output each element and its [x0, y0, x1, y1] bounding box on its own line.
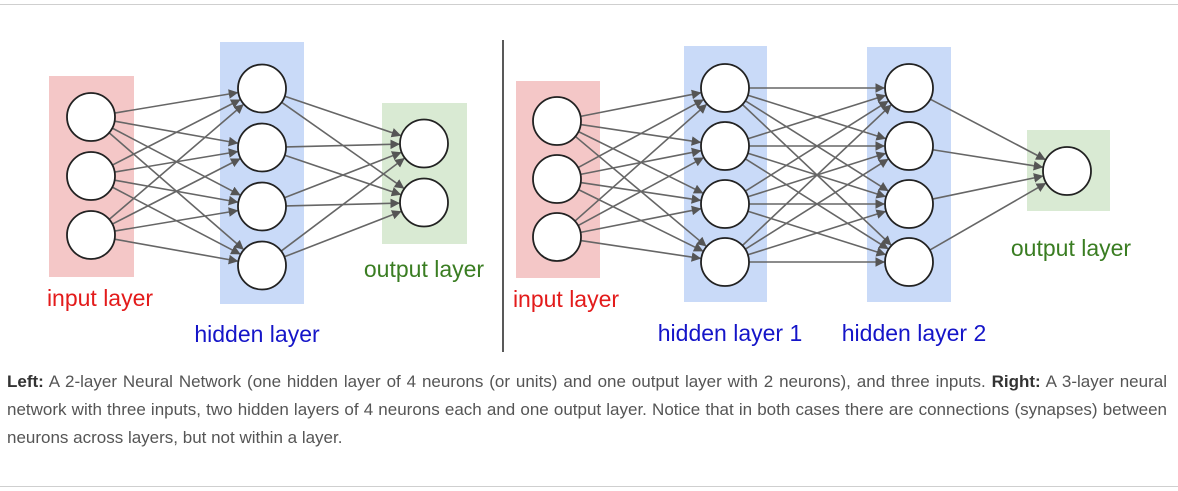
right-neurons: [532, 63, 1092, 287]
right-hidden-neuron-2-2: [884, 179, 934, 229]
left-connection-l1-3-1: [284, 210, 402, 258]
left-input-layer-label: input layer: [47, 285, 153, 311]
left-output-neuron-2-1: [399, 177, 449, 228]
right-connection-l1-3-2: [747, 209, 887, 256]
right-connection-l0-2-2: [580, 205, 702, 234]
left-connection-l1-3-0: [280, 157, 405, 252]
left-input-neuron-0-1: [66, 151, 116, 201]
right-connection-l2-3-0: [929, 182, 1047, 251]
right-connection-l0-2-3: [580, 239, 702, 262]
right-input-neuron-0-0: [532, 96, 582, 146]
top-rule: [0, 4, 1178, 5]
right-connection-l2-0-0: [929, 98, 1046, 161]
left-hidden-layer-label: hidden layer: [194, 321, 320, 347]
left-output-layer-label: output layer: [364, 256, 485, 282]
right-output-neuron-3-0: [1042, 146, 1092, 196]
figure-caption: Left: A 2-layer Neural Network (one hidd…: [7, 368, 1167, 452]
right-hidden-neuron-2-3: [884, 237, 934, 287]
left-hidden-neuron-1-0: [237, 63, 287, 114]
left-input-neuron-0-0: [66, 92, 116, 142]
right-hidden-neuron-1-3: [700, 237, 750, 287]
right-connections: [574, 83, 1047, 267]
right-connection-l1-2-0: [744, 100, 889, 192]
caption-left-label: Left:: [7, 372, 44, 391]
left-connection-l0-0-0: [114, 89, 239, 114]
left-output-neuron-2-0: [399, 118, 449, 169]
left-input-neuron-0-2: [66, 210, 116, 260]
right-input-layer-label: input layer: [513, 286, 619, 312]
right-diagram: input layer hidden layer 1 hidden layer …: [513, 46, 1131, 346]
right-hidden-neuron-1-0: [700, 63, 750, 113]
right-hidden-neuron-1-2: [700, 179, 750, 229]
left-connection-l1-2-0: [284, 151, 402, 199]
left-hidden-neuron-1-2: [237, 181, 287, 232]
right-connection-l0-2-0: [574, 103, 708, 222]
right-connection-l2-1-0: [932, 148, 1044, 171]
left-diagram: input layer hidden layer output layer: [47, 42, 484, 347]
left-connection-l0-2-1: [112, 158, 241, 225]
right-input-neuron-0-1: [532, 154, 582, 204]
left-connection-l0-2-2: [114, 207, 239, 232]
right-connection-l1-3-1: [744, 158, 889, 250]
right-connection-l1-3-0: [741, 104, 892, 247]
caption-right-text: A 3-layer neural network with three inpu…: [7, 372, 1167, 447]
caption-left-text: A 2-layer Neural Network (one hidden lay…: [43, 372, 992, 391]
right-connection-l2-2-0: [932, 173, 1044, 200]
right-hidden-layer-2-label: hidden layer 2: [842, 320, 987, 346]
left-hidden-neuron-1-1: [237, 122, 287, 173]
left-connection-l1-1-0: [285, 139, 400, 150]
right-connection-l1-1-0: [747, 93, 887, 140]
right-connection-l0-2-1: [577, 157, 704, 227]
left-connections: [108, 89, 405, 265]
left-connection-l0-2-3: [114, 238, 239, 265]
left-connection-l1-0-0: [284, 95, 402, 138]
left-connection-l0-1-0: [112, 99, 241, 166]
right-hidden-neuron-2-1: [884, 121, 934, 171]
left-hidden-neuron-1-3: [237, 240, 287, 291]
right-connection-l0-0-0: [580, 89, 702, 118]
bottom-rule: [0, 486, 1178, 487]
neural-network-figure: input layer hidden layer output layer in…: [47, 40, 1131, 352]
right-hidden-neuron-1-1: [700, 121, 750, 171]
left-connection-l0-2-0: [108, 104, 244, 220]
right-output-layer-label: output layer: [1011, 235, 1132, 261]
right-connection-l0-1-0: [577, 99, 704, 169]
right-hidden-layer-1-label: hidden layer 1: [658, 320, 803, 346]
caption-right-label: Right:: [991, 372, 1041, 391]
left-neurons: [66, 63, 449, 291]
right-input-neuron-0-2: [532, 212, 582, 262]
right-hidden-neuron-2-0: [884, 63, 934, 113]
